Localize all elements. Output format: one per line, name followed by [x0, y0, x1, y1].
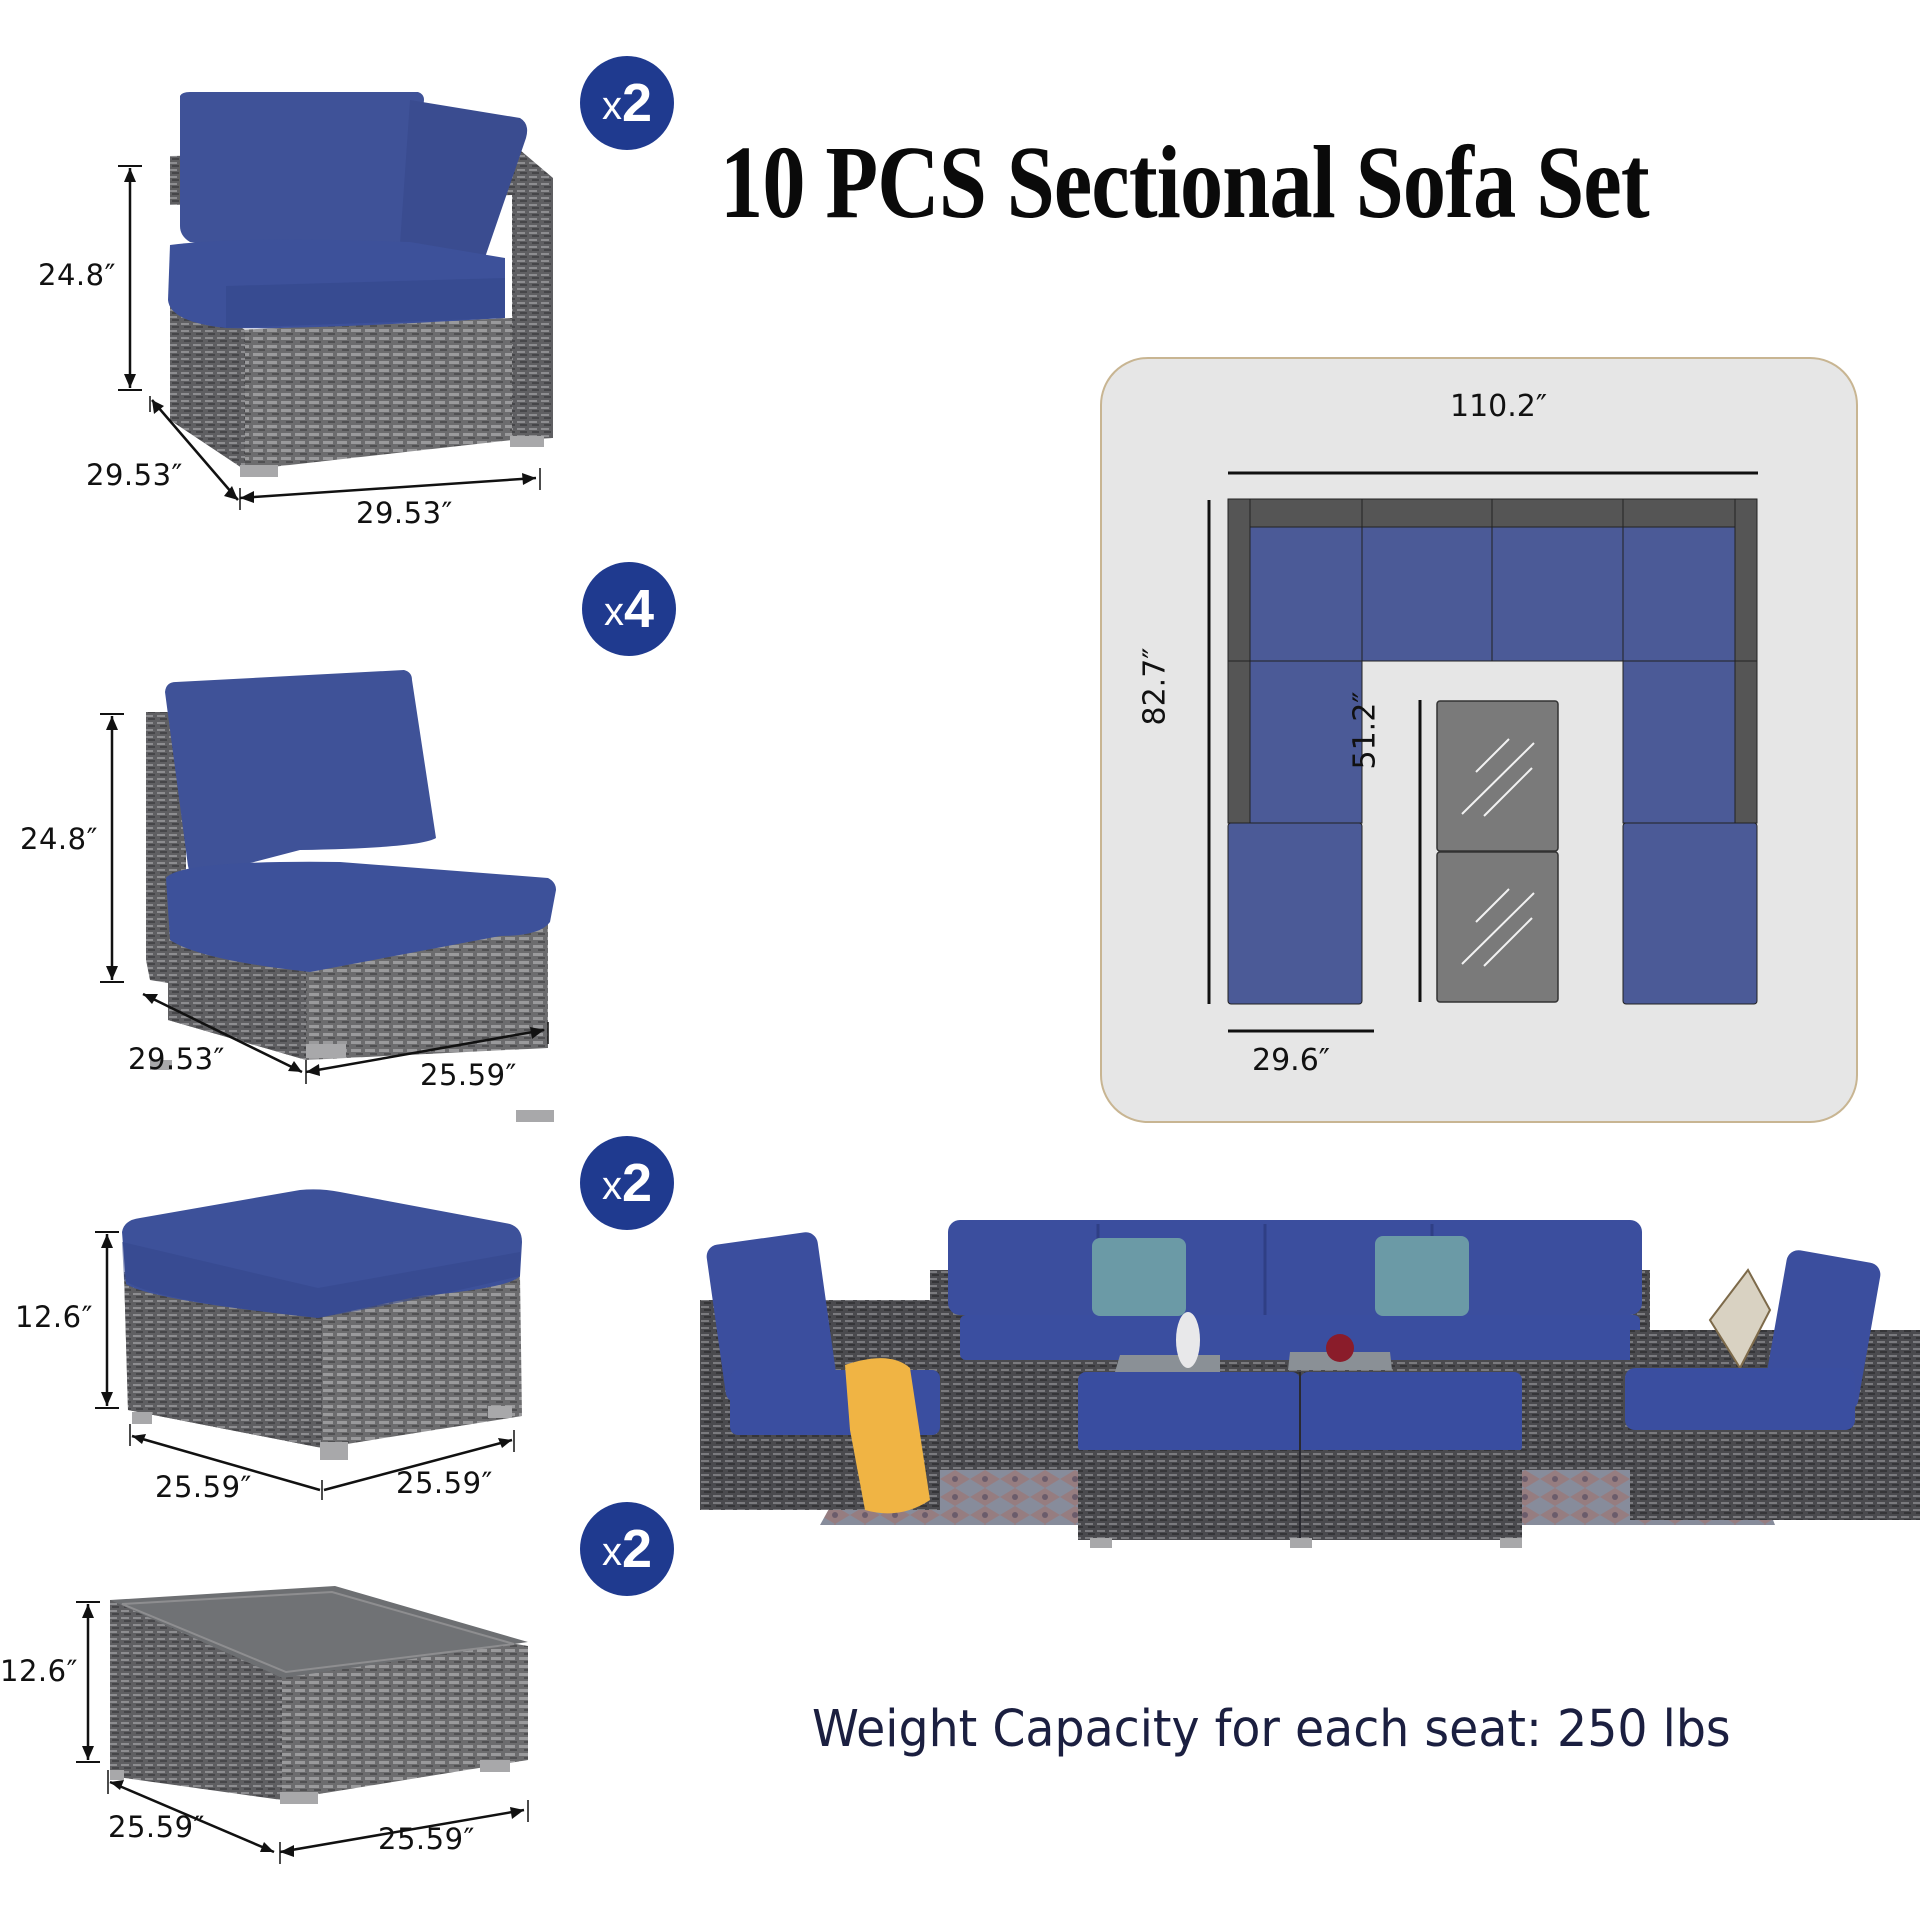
layout-diagram — [1207, 471, 1758, 1033]
armless-width-label: 25.59″ — [420, 1058, 517, 1092]
table-length-label: 51.2″ — [1347, 691, 1383, 770]
armless-height-label: 24.8″ — [20, 822, 98, 856]
badge-prefix: x — [603, 589, 624, 634]
weight-capacity-text: Weight Capacity for each seat: 250 lbs — [812, 1700, 1731, 1759]
badge-prefix: x — [601, 1529, 622, 1574]
badge-count: 4 — [623, 579, 655, 639]
ottoman-depth-label: 25.59″ — [155, 1470, 252, 1504]
table-width-label: 25.59″ — [378, 1822, 475, 1856]
badge-count: 2 — [621, 1153, 653, 1213]
corner-width-label: 29.53″ — [356, 496, 453, 530]
layout-diagram-panel: 110.2″ 82.7″ 51.2″ 29.6″ — [1100, 357, 1858, 1123]
ottoman-width-label: 25.59″ — [396, 1466, 493, 1500]
corner-depth-label: 29.53″ — [86, 458, 183, 492]
page-title: 10 PCS Sectional Sofa Set — [720, 125, 1650, 240]
badge-count: 2 — [621, 1519, 653, 1579]
ottoman-image — [95, 1189, 522, 1500]
armless-depth-label: 29.53″ — [128, 1042, 225, 1076]
badge-prefix: x — [601, 1163, 622, 1208]
overall-width-label: 110.2″ — [1450, 389, 1548, 424]
corner-sofa-image — [118, 92, 553, 510]
sofa-set-photo — [700, 1220, 1920, 1548]
corner-height-label: 24.8″ — [38, 258, 116, 292]
coffee-table-image — [76, 1586, 529, 1864]
armless-sofa-image — [100, 670, 556, 1122]
ottoman-height-label: 12.6″ — [15, 1300, 93, 1334]
table-height-label: 12.6″ — [0, 1654, 78, 1688]
badge-prefix: x — [601, 83, 622, 128]
overall-depth-label: 82.7″ — [1137, 647, 1173, 726]
seat-width-label: 29.6″ — [1252, 1043, 1331, 1078]
badge-count: 2 — [621, 73, 653, 133]
table-depth-label: 25.59″ — [108, 1810, 205, 1844]
